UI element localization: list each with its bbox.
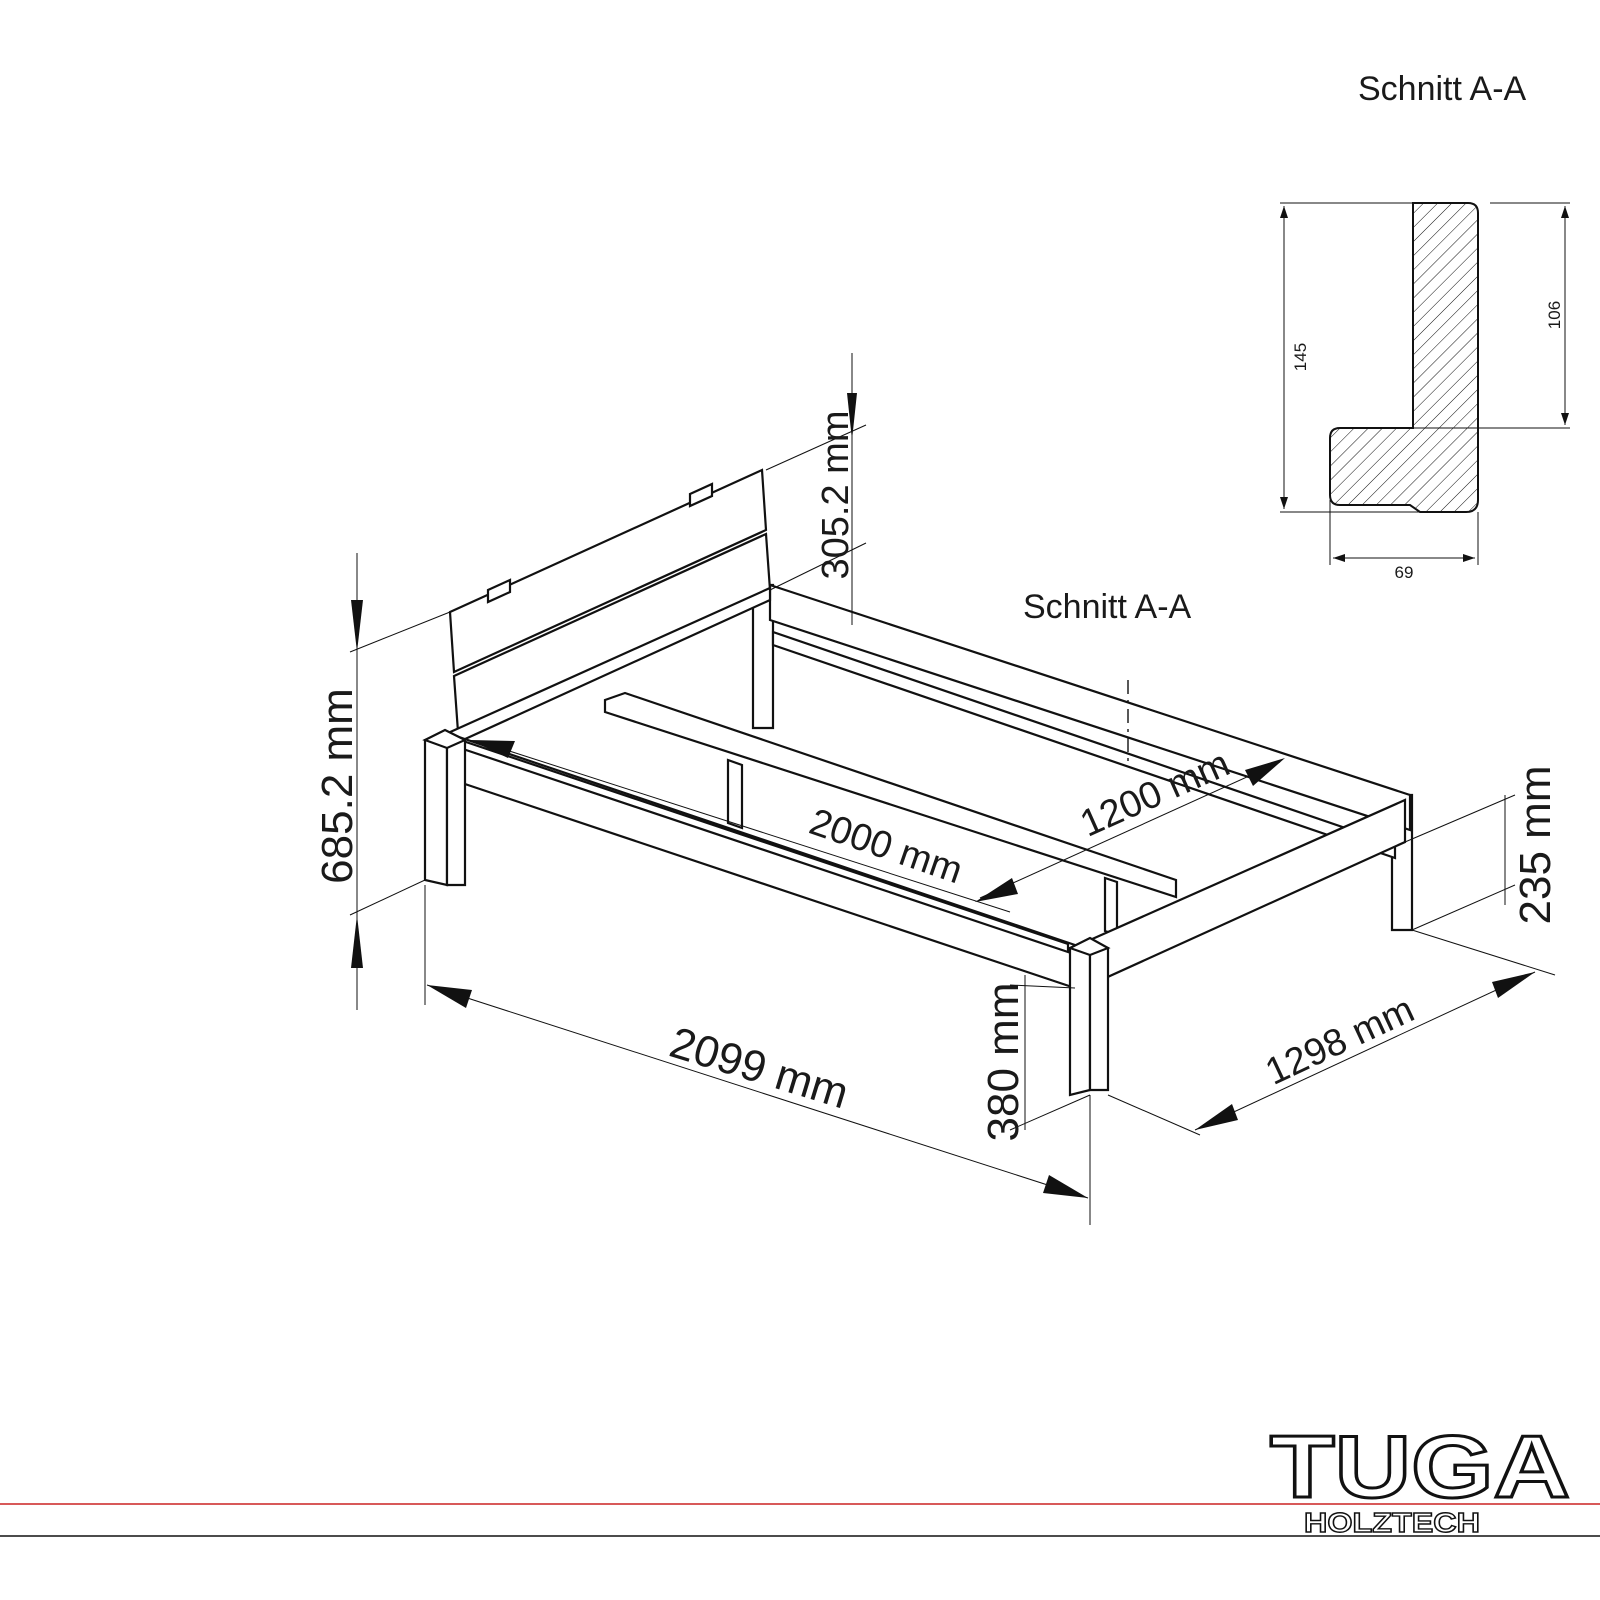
center-beam-post-1 [726, 758, 744, 830]
bed-drawing: Schnitt A-A [422, 468, 1414, 1097]
headboard-height-label: 685.2 mm [313, 688, 362, 884]
leg-front-left-side [445, 731, 467, 887]
rail-foot [1088, 798, 1407, 987]
outer-width-label: 1298 mm [1259, 989, 1420, 1094]
leg-height-label: 380 mm [979, 983, 1028, 1142]
logo-brand: TUGA [1270, 1417, 1570, 1516]
tuga-logo: TUGA HOLZTECH [1269, 1416, 1572, 1539]
outer-length-label: 2099 mm [664, 1018, 854, 1118]
profile-width-label: 69 [1395, 563, 1414, 582]
leg-front-right-side [1088, 940, 1110, 1092]
profile-upper-height-label: 106 [1545, 301, 1564, 329]
frame-height-label: 235 mm [1511, 766, 1560, 925]
headboard-top-panel [448, 468, 768, 674]
headboard-tab-left [486, 578, 512, 604]
section-marker-label: Schnitt A-A [1023, 588, 1192, 626]
profile-shape [1329, 202, 1479, 513]
leg-front-right-top [1067, 936, 1111, 957]
center-beam-post-2 [1103, 876, 1119, 937]
profile-height-label: 145 [1291, 343, 1310, 371]
cross-section: Schnitt A-A 145 106 69 [1280, 70, 1570, 582]
leg-front-left [423, 731, 449, 887]
slat-rail-front [458, 738, 1070, 954]
leg-front-right [1068, 940, 1092, 1097]
headboard-tab-right [688, 482, 714, 508]
logo-sub: HOLZTECH [1304, 1507, 1480, 1538]
leg-front-left-top [422, 728, 468, 750]
section-title: Schnitt A-A [1358, 70, 1527, 108]
headboard-panel-label: 305.2 mm [815, 411, 857, 580]
slat-rail-back [771, 630, 1397, 860]
center-beam [603, 691, 1178, 899]
